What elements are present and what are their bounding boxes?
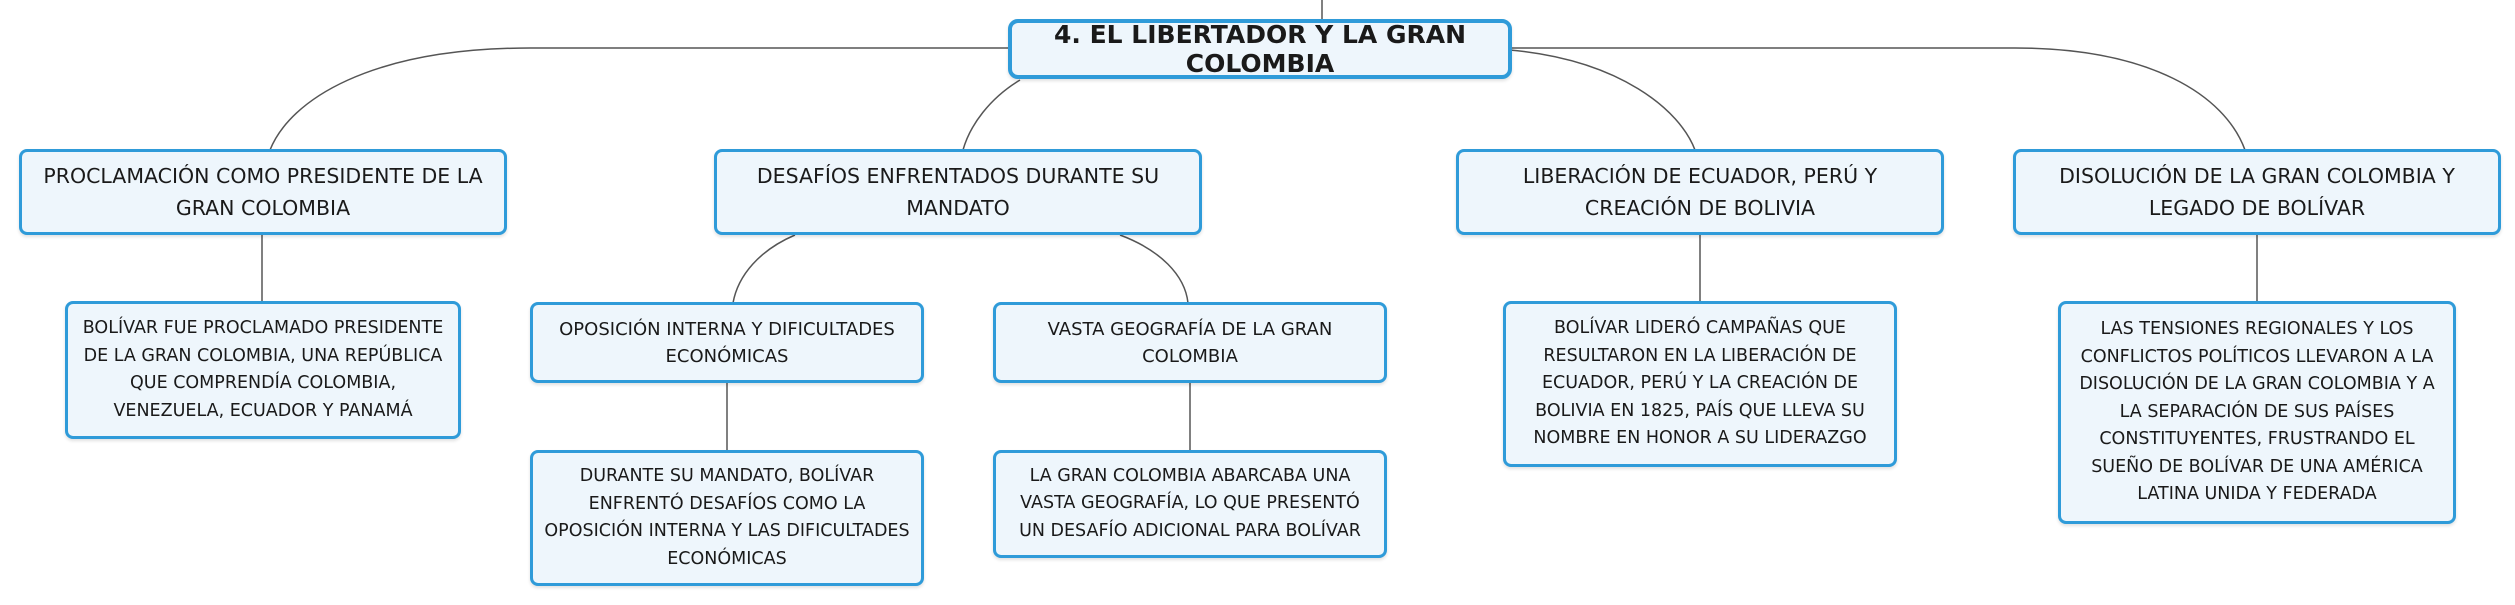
note-text: LAS TENSIONES REGIONALES Y LOS CONFLICTO… — [2079, 319, 2435, 505]
branch-disolucion[interactable]: DISOLUCIÓN DE LA GRAN COLOMBIA Y LEGADO … — [2013, 149, 2501, 235]
note-text: BOLÍVAR FUE PROCLAMADO PRESIDENTE DE LA … — [82, 318, 444, 421]
central-topic-label: 4. EL LIBERTADOR Y LA GRAN COLOMBIA — [1053, 20, 1467, 78]
connector-root-branch-3 — [1509, 49, 1696, 151]
branch-proclamacion[interactable]: PROCLAMACIÓN COMO PRESIDENTE DE LA GRAN … — [19, 149, 507, 235]
central-topic[interactable]: 4. EL LIBERTADOR Y LA GRAN COLOMBIA — [1008, 19, 1512, 79]
connector-root-branch-4 — [1512, 47, 2246, 151]
branch-desafios[interactable]: DESAFÍOS ENFRENTADOS DURANTE SU MANDATO — [714, 149, 1202, 235]
subtopic-geografia[interactable]: VASTA GEOGRAFÍA DE LA GRAN COLOMBIA — [993, 302, 1387, 383]
branch-label: DISOLUCIÓN DE LA GRAN COLOMBIA Y LEGADO … — [2059, 164, 2455, 220]
note-oposicion[interactable]: DURANTE SU MANDATO, BOLÍVAR ENFRENTÓ DES… — [530, 450, 924, 586]
branch-label: PROCLAMACIÓN COMO PRESIDENTE DE LA GRAN … — [43, 164, 483, 220]
note-text: BOLÍVAR LIDERÓ CAMPAÑAS QUE RESULTARON E… — [1533, 318, 1867, 449]
connector-branch-2-sub-1 — [732, 234, 796, 304]
note-liberacion[interactable]: BOLÍVAR LIDERÓ CAMPAÑAS QUE RESULTARON E… — [1503, 301, 1897, 467]
note-proclamacion[interactable]: BOLÍVAR FUE PROCLAMADO PRESIDENTE DE LA … — [65, 301, 461, 439]
note-text: DURANTE SU MANDATO, BOLÍVAR ENFRENTÓ DES… — [544, 466, 910, 569]
note-disolucion[interactable]: LAS TENSIONES REGIONALES Y LOS CONFLICTO… — [2058, 301, 2456, 524]
subtopic-label: OPOSICIÓN INTERNA Y DIFICULTADES ECONÓMI… — [559, 318, 895, 367]
note-geografia[interactable]: LA GRAN COLOMBIA ABARCABA UNA VASTA GEOG… — [993, 450, 1387, 558]
branch-label: DESAFÍOS ENFRENTADOS DURANTE SU MANDATO — [756, 164, 1160, 220]
branch-label: LIBERACIÓN DE ECUADOR, PERÚ Y CREACIÓN D… — [1522, 164, 1878, 220]
subtopic-label: VASTA GEOGRAFÍA DE LA GRAN COLOMBIA — [1047, 318, 1333, 367]
note-text: LA GRAN COLOMBIA ABARCABA UNA VASTA GEOG… — [1019, 465, 1361, 541]
connector-branch-2-sub-2 — [1119, 234, 1189, 304]
connector-root-branch-2 — [962, 79, 1021, 151]
connector-root-branch-1 — [269, 47, 1008, 151]
subtopic-oposicion[interactable]: OPOSICIÓN INTERNA Y DIFICULTADES ECONÓMI… — [530, 302, 924, 383]
branch-liberacion[interactable]: LIBERACIÓN DE ECUADOR, PERÚ Y CREACIÓN D… — [1456, 149, 1944, 235]
